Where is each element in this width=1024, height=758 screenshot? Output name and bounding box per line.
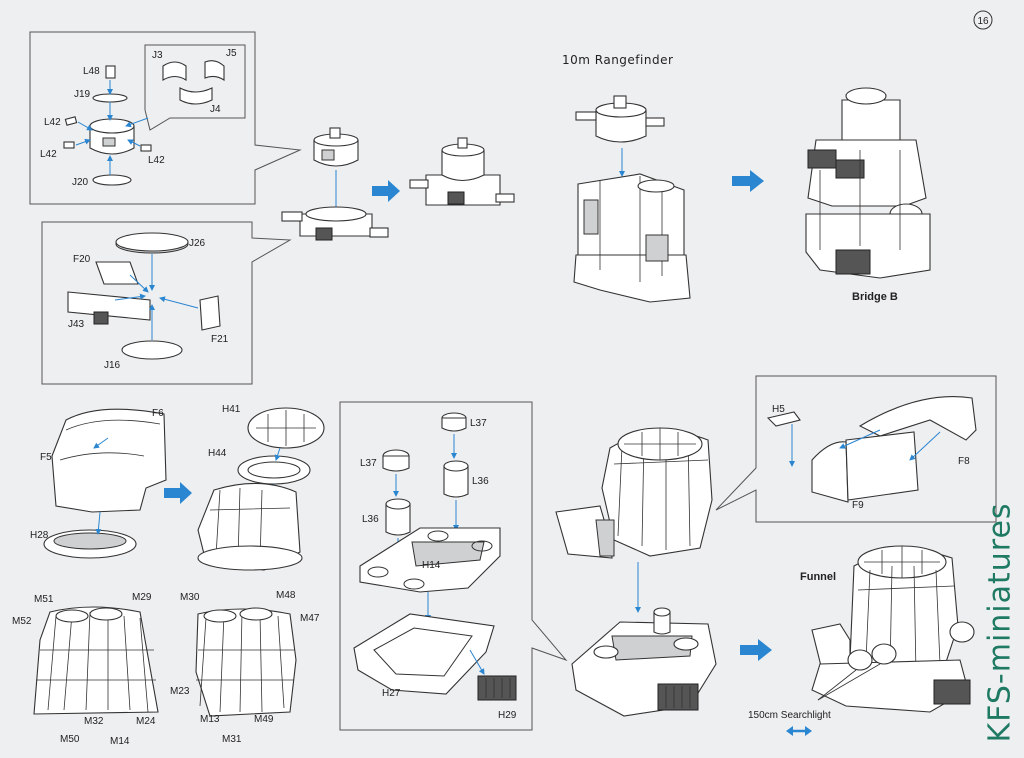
label-150cm-searchlight: 150cm Searchlight xyxy=(748,710,831,721)
bridge-subassembly xyxy=(573,95,691,303)
label-m51: M51 xyxy=(34,594,54,605)
label-j5: J5 xyxy=(226,48,237,59)
callout-box-funnel-screen: H5 F8 F9 xyxy=(715,375,997,523)
label-f20: F20 xyxy=(73,254,91,265)
part-f20 xyxy=(95,261,139,285)
step-arrow-4 xyxy=(740,639,772,661)
label-m14: M14 xyxy=(110,736,130,747)
label-m31: M31 xyxy=(222,734,242,745)
page-number-badge: 16 xyxy=(973,10,993,30)
double-arrow-icon xyxy=(786,726,812,736)
label-h41: H41 xyxy=(222,404,241,415)
label-m29: M29 xyxy=(132,592,152,603)
label-m47: M47 xyxy=(300,613,320,624)
label-l42-c: L42 xyxy=(148,155,165,166)
page-number: 16 xyxy=(977,16,989,27)
heading-bridge-b: Bridge B xyxy=(852,291,898,303)
label-h29: H29 xyxy=(498,710,517,721)
label-l42-a: L42 xyxy=(44,117,61,128)
label-h5: H5 xyxy=(772,404,785,415)
part-h44 xyxy=(237,455,311,485)
part-l48 xyxy=(105,65,116,79)
part-j20 xyxy=(92,174,132,186)
m-parts-left: M51 M52 M29 M50 M32 M14 M24 xyxy=(12,592,159,747)
bridge-b-assembled xyxy=(805,87,931,279)
label-m30: M30 xyxy=(180,592,200,603)
heading-funnel: Funnel xyxy=(800,571,836,583)
label-j4: J4 xyxy=(210,104,221,115)
m-parts-right: M30 M48 M47 M23 M13 M49 M31 xyxy=(170,590,320,745)
label-m49: M49 xyxy=(254,714,274,725)
step-arrow-2 xyxy=(732,170,764,192)
label-m50: M50 xyxy=(60,734,80,745)
part-j16 xyxy=(121,340,183,360)
heading-rangefinder: 10m Rangefinder xyxy=(562,53,673,67)
label-f5: F5 xyxy=(40,452,52,463)
label-m23: M23 xyxy=(170,686,190,697)
label-l37-a: L37 xyxy=(470,418,487,429)
label-m32: M32 xyxy=(84,716,104,727)
funnel-shell-step: F6 F5 H28 xyxy=(30,408,167,559)
label-f8: F8 xyxy=(958,456,970,467)
part-l36-b xyxy=(385,503,411,536)
watermark-text: KFS-miniatures xyxy=(982,502,1018,743)
label-l37-b: L37 xyxy=(360,458,377,469)
part-j19 xyxy=(92,93,128,103)
searchlight-left xyxy=(847,649,873,671)
part-f9 xyxy=(811,441,849,503)
label-h14: H14 xyxy=(422,560,441,571)
step-arrow-3 xyxy=(164,482,192,504)
step-arrow-1 xyxy=(372,180,400,202)
watermark: KFS-miniatures xyxy=(982,495,1018,750)
label-m24: M24 xyxy=(136,716,156,727)
label-f6: F6 xyxy=(152,408,164,419)
part-l36-a xyxy=(443,465,469,498)
label-l48: L48 xyxy=(83,66,100,77)
label-h44: H44 xyxy=(208,448,227,459)
part-h5 xyxy=(766,411,801,427)
label-j43: J43 xyxy=(68,319,85,330)
label-l36-a: L36 xyxy=(472,476,489,487)
funnel-assembled xyxy=(811,545,975,713)
label-h28: H28 xyxy=(30,530,49,541)
label-m13: M13 xyxy=(200,714,220,725)
label-j26: J26 xyxy=(189,238,206,249)
label-j19: J19 xyxy=(74,89,91,100)
part-j43 xyxy=(67,291,151,321)
callout-box-rangefinder-platform: F20 J26 J43 F21 J16 xyxy=(41,221,292,385)
rangefinder-subassembly xyxy=(281,127,389,241)
rangefinder-assembled xyxy=(409,137,515,206)
label-j20: J20 xyxy=(72,177,89,188)
searchlight-right xyxy=(871,643,897,665)
label-m52: M52 xyxy=(12,616,32,627)
label-f21: F21 xyxy=(211,334,229,345)
label-l42-b: L42 xyxy=(40,149,57,160)
label-j16: J16 xyxy=(104,360,121,371)
label-l36-b: L36 xyxy=(362,514,379,525)
label-m48: M48 xyxy=(276,590,296,601)
callout-box-rangefinder-base: L48 J19 L42 L42 L42 J20 J3 J4 J5 xyxy=(29,31,302,205)
part-f21 xyxy=(199,295,221,331)
label-j3: J3 xyxy=(152,50,163,61)
part-h27 xyxy=(353,613,495,695)
callout-box-funnel-deck: L37 L37 L36 L36 H14 H27 H29 xyxy=(339,401,568,731)
label-f9: F9 xyxy=(852,500,864,511)
funnel-subassembly xyxy=(555,427,717,717)
part-f8 xyxy=(858,395,977,441)
funnel-cap-step: H41 H44 xyxy=(197,404,325,571)
label-h27: H27 xyxy=(382,688,401,699)
